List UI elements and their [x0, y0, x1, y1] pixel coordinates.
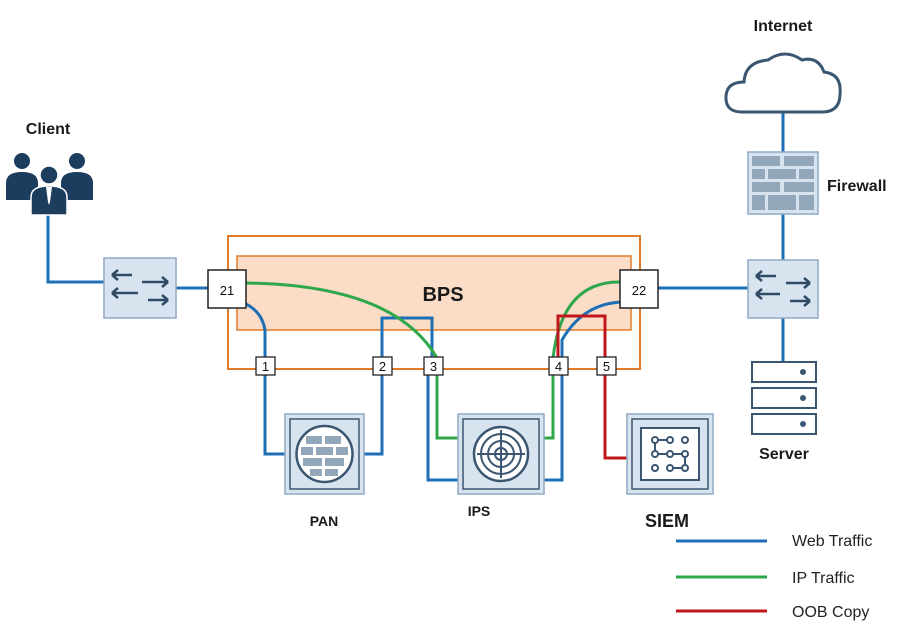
server-label: Server: [759, 446, 809, 463]
legend-web-traffic-label: Web Traffic: [792, 533, 872, 550]
ip-path-21-to-3: [245, 281, 439, 359]
ip-path-4-to-22: [551, 280, 623, 359]
firewall-icon: [747, 151, 819, 215]
bps-label: BPS: [422, 284, 463, 306]
server-icon: [751, 361, 817, 435]
web-path-2-to-3: [380, 316, 434, 358]
client-to-left-switch-link: [46, 212, 104, 284]
client-label: Client: [26, 121, 71, 138]
web-path-21-to-1: [245, 302, 267, 358]
svg-text:4: 4: [555, 359, 562, 374]
legend: Web Traffic IP Traffic OOB Copy: [676, 533, 872, 621]
ip-path-3-to-ips: [435, 374, 458, 440]
port-2: 2: [372, 356, 393, 376]
legend-oob-copy-label: OOB Copy: [792, 604, 869, 621]
firewall-label: Firewall: [827, 178, 887, 195]
web-path-3-to-ips: [426, 374, 458, 482]
ips-label: IPS: [468, 503, 491, 519]
web-path-pan-to-2: [364, 374, 384, 456]
svg-text:22: 22: [632, 283, 646, 298]
web-path-ips-to-4: [544, 374, 564, 482]
port-22: 22: [619, 269, 659, 309]
port-5: 5: [596, 356, 617, 376]
ips-appliance-icon: [457, 413, 545, 495]
web-path-1-to-pan: [263, 374, 285, 456]
siem-appliance-icon: [626, 413, 714, 495]
ip-path-ips-to-4: [544, 374, 555, 440]
right-switch-icon: [747, 259, 819, 319]
port-21: 21: [207, 269, 247, 309]
port-4: 4: [548, 356, 569, 376]
port-1: 1: [255, 356, 276, 376]
port-3: 3: [423, 356, 444, 376]
client-users-icon: [6, 153, 93, 216]
oob-path-4-to-5: [556, 314, 607, 358]
internet-label: Internet: [754, 18, 813, 35]
oob-path-5-to-siem: [603, 374, 627, 460]
svg-text:3: 3: [430, 359, 437, 374]
bps-inner-box: [236, 255, 632, 331]
siem-label: SIEM: [645, 511, 689, 531]
internet-cloud-icon: [724, 52, 842, 114]
svg-text:1: 1: [262, 359, 269, 374]
pan-firewall-appliance-icon: [284, 413, 365, 495]
legend-ip-traffic-label: IP Traffic: [792, 570, 855, 587]
svg-text:2: 2: [379, 359, 386, 374]
left-switch-icon: [103, 257, 177, 319]
svg-text:21: 21: [220, 283, 234, 298]
pan-label: PAN: [310, 513, 339, 529]
svg-text:5: 5: [603, 359, 610, 374]
